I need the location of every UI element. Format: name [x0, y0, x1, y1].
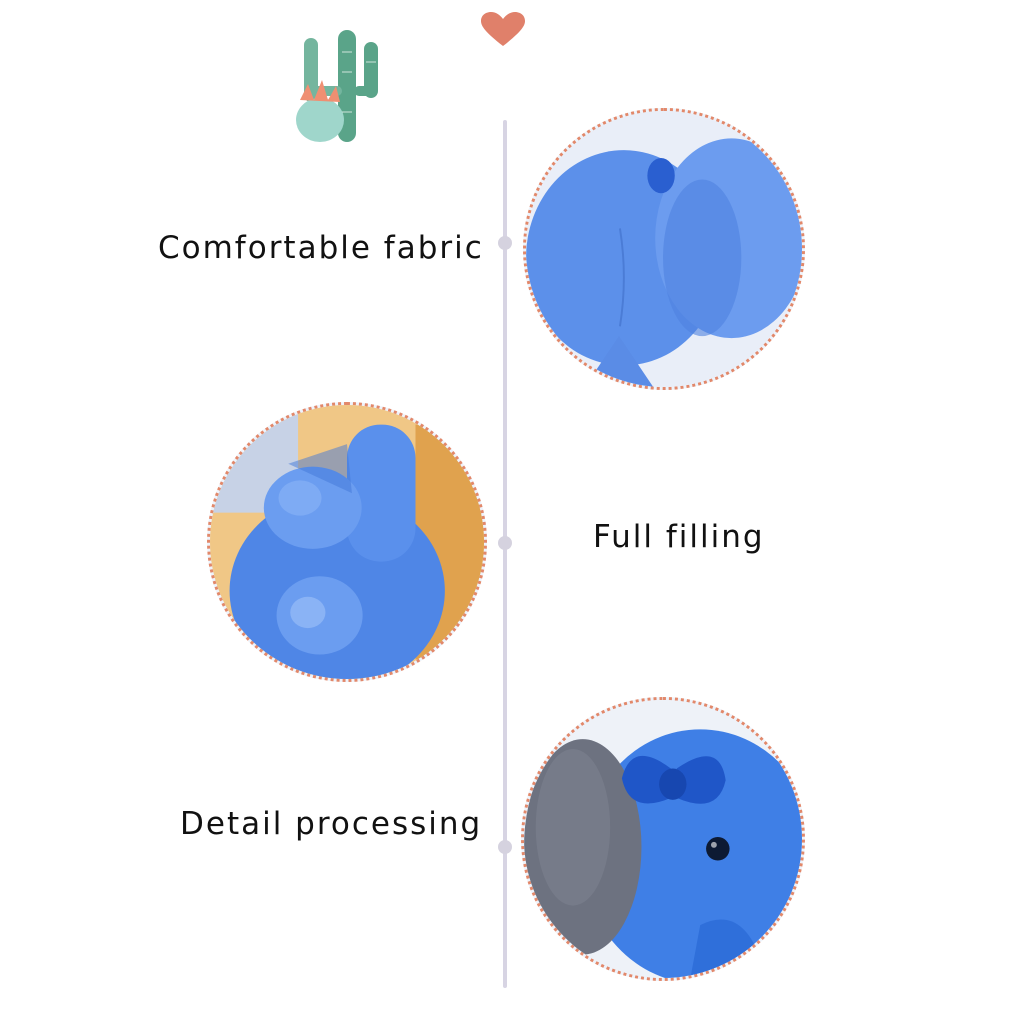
- feature-label-fabric: Comfortable fabric: [158, 230, 484, 266]
- heart-icon: [481, 12, 525, 48]
- fabric-closeup-image: [523, 108, 805, 390]
- timeline-dot: [498, 840, 512, 854]
- filling-closeup-image: [207, 402, 487, 682]
- timeline-dot: [498, 236, 512, 250]
- timeline-line: [503, 120, 507, 988]
- detail-closeup-image: [521, 697, 805, 981]
- timeline-dot: [498, 536, 512, 550]
- cactus-icon: [292, 22, 396, 146]
- feature-label-detail: Detail processing: [180, 806, 483, 842]
- feature-label-filling: Full filling: [593, 519, 765, 555]
